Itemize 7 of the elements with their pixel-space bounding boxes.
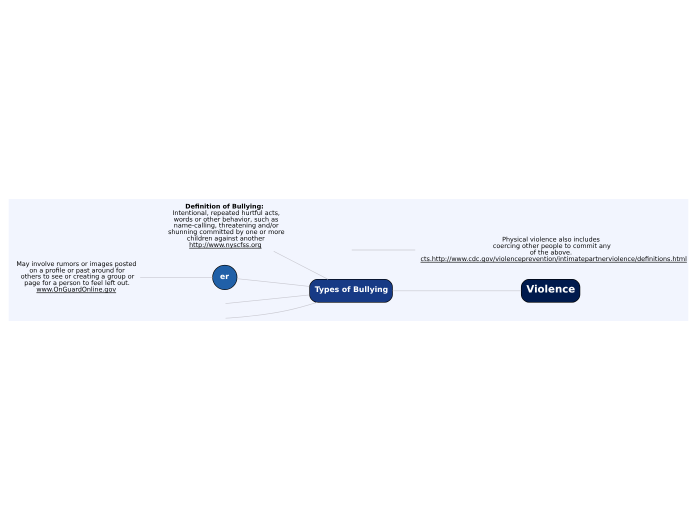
connector — [225, 294, 310, 304]
node-box: Violence — [520, 279, 580, 303]
connector — [225, 302, 318, 319]
connector — [392, 290, 522, 292]
connector — [236, 278, 310, 287]
connector — [273, 250, 328, 280]
connector — [140, 277, 213, 278]
